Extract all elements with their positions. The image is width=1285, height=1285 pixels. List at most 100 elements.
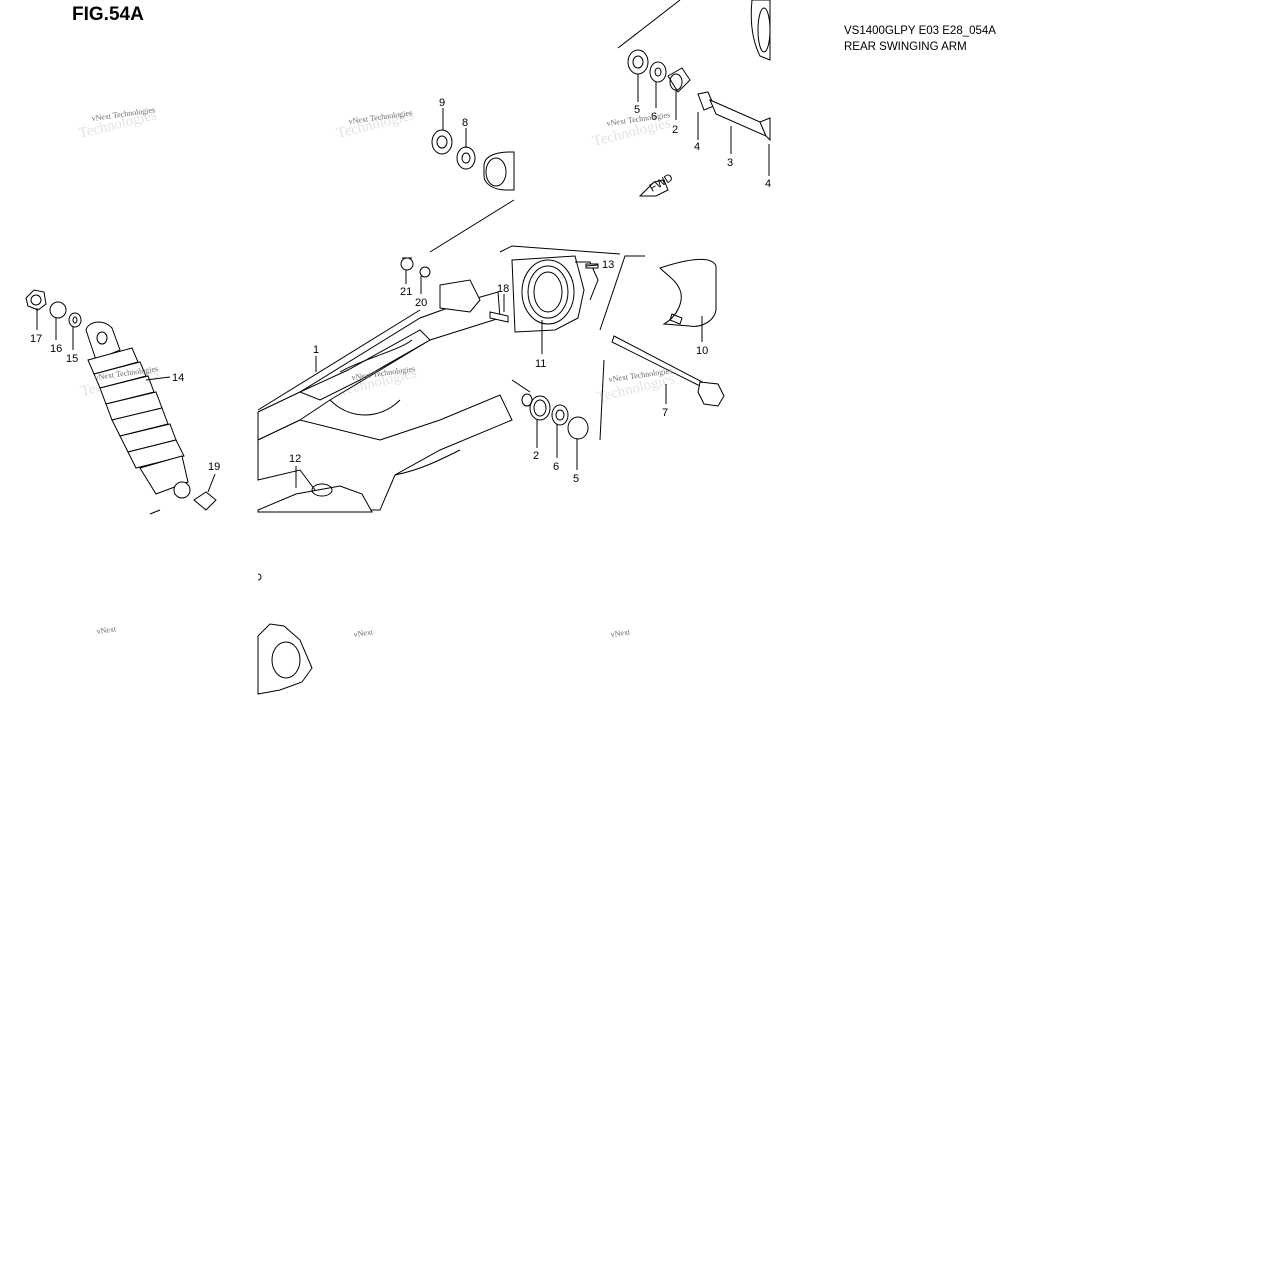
callout-13: 13 <box>602 259 614 271</box>
washer-15 <box>68 312 82 328</box>
bearing-2-inner <box>533 399 547 417</box>
bearing-2 <box>529 395 551 421</box>
frame-line <box>617 0 681 49</box>
boot-11 <box>511 255 585 333</box>
callout-5: 5 <box>573 473 579 485</box>
callout-12: 12 <box>289 453 301 465</box>
model-code: VS1400GLPY E03 E28_054A <box>844 25 996 37</box>
callout-6: 6 <box>651 111 657 123</box>
cover-10-tab <box>669 313 683 325</box>
housing-edge <box>599 359 605 441</box>
pivot-sleeve-end <box>485 157 507 187</box>
washer-15-hole <box>72 316 78 324</box>
swingarm-lower <box>257 394 513 511</box>
nut-21 <box>400 257 414 271</box>
callout-21: 21 <box>400 286 412 298</box>
pivot-sleeve <box>483 151 515 191</box>
washer-6-top-hole <box>654 67 662 77</box>
flange <box>257 623 313 695</box>
callout-17: 17 <box>30 333 42 345</box>
flange-bore <box>271 641 301 679</box>
callout-11: 11 <box>535 358 546 370</box>
seal-5 <box>567 416 589 440</box>
frame-line <box>429 199 515 253</box>
callout-19: 19 <box>208 461 220 473</box>
shock-top-eye <box>85 321 121 361</box>
collar-8 <box>456 146 476 170</box>
figure-title: FIG.54A <box>72 4 144 25</box>
callout-9: 9 <box>439 97 445 109</box>
cover-and-axle <box>611 258 725 407</box>
nut-17-hole <box>30 294 42 306</box>
swingarm-bracket <box>339 339 413 373</box>
guide-line <box>511 379 531 393</box>
callout-2: 2 <box>672 124 678 136</box>
washer-6-hole <box>555 409 565 421</box>
washer-16 <box>49 301 67 319</box>
tube-3 <box>709 99 767 137</box>
lower-fragment <box>257 573 313 695</box>
leader <box>145 376 171 381</box>
shock-top-bushing <box>96 331 108 345</box>
nut-17 <box>25 289 47 311</box>
callout-4: 4 <box>765 178 771 190</box>
bolt-18 <box>489 311 509 323</box>
washer-6-top <box>649 61 667 83</box>
frame-line <box>257 309 421 411</box>
callout-1: 1 <box>313 344 319 356</box>
shock-absorber-group <box>25 289 217 515</box>
callout-15: 15 <box>66 353 78 365</box>
fwd-arrow: FWD <box>638 172 675 197</box>
callout-2: 2 <box>533 450 539 462</box>
bracket <box>439 279 481 313</box>
housing-edge <box>599 255 645 331</box>
cap-9-hole <box>436 135 448 149</box>
callout-4: 4 <box>694 141 700 153</box>
cap-9 <box>431 129 453 155</box>
callout-numbers: 9 8 5 6 2 4 3 4 13 21 20 18 11 10 7 2 6 … <box>30 97 771 485</box>
leader <box>207 473 216 493</box>
washer-6 <box>551 404 569 426</box>
leader-lines <box>36 74 770 493</box>
fwd-arrow-shape <box>638 179 669 197</box>
cover-10 <box>659 258 717 327</box>
callout-3: 3 <box>727 157 733 169</box>
spacer-4-right <box>759 117 771 142</box>
callout-5: 5 <box>634 104 640 116</box>
housing-ring <box>311 483 333 497</box>
boot-opening <box>521 259 575 325</box>
leader <box>585 264 599 267</box>
watermark: vNext <box>353 627 374 639</box>
swingarm-curve <box>329 399 401 416</box>
collar-8-hole <box>461 152 471 164</box>
boot-rib <box>527 265 569 319</box>
boot-rib <box>533 271 563 313</box>
diagram-name: REAR SWINGING ARM <box>844 41 967 53</box>
shock-stub <box>149 509 161 515</box>
boot-clamp <box>575 261 599 301</box>
drive-shaft-housing <box>257 485 373 513</box>
watermark: vNext <box>96 624 117 636</box>
swingarm-edge <box>394 449 461 476</box>
housing-edge <box>499 245 621 255</box>
frame-edge <box>750 0 771 61</box>
callout-18: 18 <box>497 283 509 295</box>
frame-bore <box>757 7 771 53</box>
seal-5-top-inner <box>632 55 644 69</box>
shock-lower-eye <box>173 481 191 499</box>
swingarm-group <box>257 0 681 513</box>
callout-14: 14 <box>172 372 184 384</box>
mark <box>257 573 262 581</box>
pivot-parts-upper <box>431 129 515 191</box>
callout-8: 8 <box>462 117 468 129</box>
seal-5-top <box>627 49 649 75</box>
ring <box>521 393 533 407</box>
watermark: vNext <box>610 627 631 639</box>
callout-20: 20 <box>415 297 427 309</box>
callout-7: 7 <box>662 407 668 419</box>
bushing-19 <box>193 491 217 511</box>
washer-20 <box>419 266 431 278</box>
callout-16: 16 <box>50 343 62 355</box>
bearing-2-top <box>667 67 691 93</box>
